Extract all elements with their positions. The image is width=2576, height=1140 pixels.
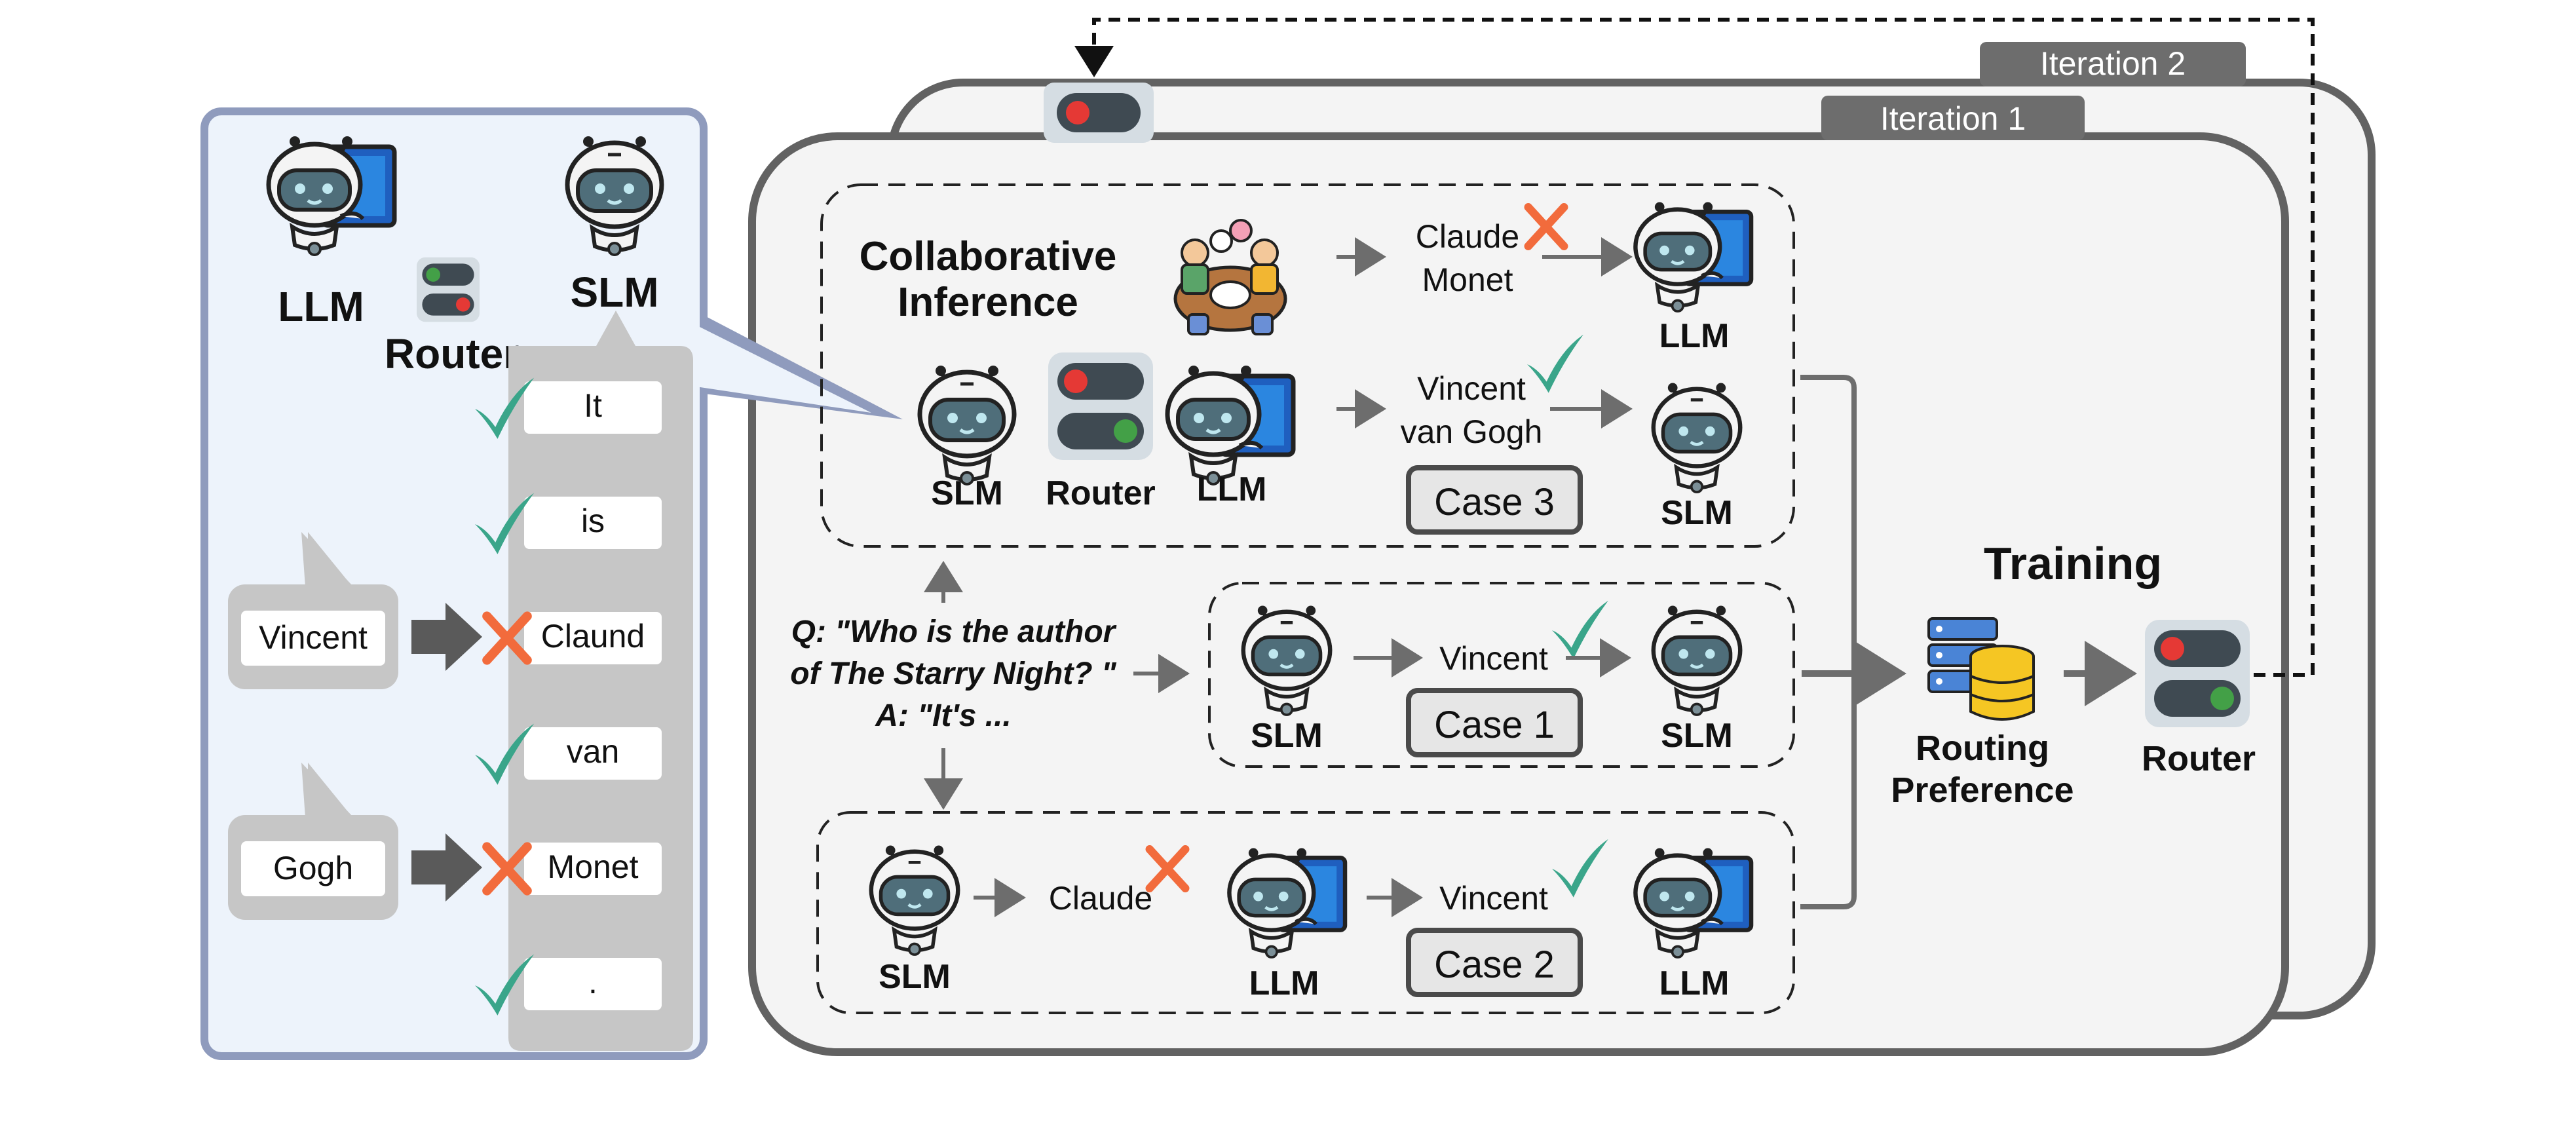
token-text: . <box>588 964 597 1000</box>
substitution-arrow <box>411 833 482 902</box>
case2-label: Case 2 <box>1434 943 1555 986</box>
correction-bubble: Vincent <box>228 532 482 689</box>
correction-box <box>241 611 385 666</box>
token-box <box>524 497 662 549</box>
database-icon <box>1927 617 2035 721</box>
token-box <box>524 381 662 434</box>
question-block: Q: "Who is the author of The Starry Nigh… <box>790 561 1190 810</box>
answer-line: A: "It's ... <box>875 698 1012 733</box>
routing-preference-line1: Routing <box>1916 729 2049 768</box>
token-text: Monet <box>548 848 639 885</box>
question-line1: Q: "Who is the author <box>791 615 1117 649</box>
token-row: van <box>475 723 662 785</box>
case3-wrong-word: Claude <box>1416 218 1519 255</box>
routing-preference-line2: Preference <box>1891 770 2074 810</box>
case3-right-word2: van Gogh <box>1401 413 1543 450</box>
token-text: is <box>581 503 605 539</box>
collab-router-label: Router <box>1046 474 1156 512</box>
collab-title-line1: Collaborative <box>860 234 1117 279</box>
correction-bubble: Gogh <box>228 763 482 920</box>
collab-llm-label: LLM <box>1197 470 1267 508</box>
feedback-loop <box>1044 18 2315 677</box>
case1-box: SLM Vincent SLM Case 1 <box>1208 582 1795 768</box>
trained-router-icon <box>2145 620 2250 727</box>
correction-text: Gogh <box>273 850 353 886</box>
token-row: . <box>475 954 662 1016</box>
collab-title-line2: Inference <box>898 280 1078 325</box>
collab-slm-label: SLM <box>931 474 1003 512</box>
substitution-arrow <box>411 603 482 671</box>
case2-left-label: SLM <box>879 958 951 996</box>
case2-mid-label: LLM <box>1249 964 1319 1002</box>
token-box <box>524 958 662 1010</box>
case2-box: SLM Claude LLM Vincent LLM Case 2 <box>816 811 1795 1014</box>
slm-label: SLM <box>570 269 658 316</box>
case1-right-label: SLM <box>1661 717 1733 755</box>
iteration-1-tab <box>1821 96 2085 140</box>
collab-router-icon <box>1048 352 1153 460</box>
case1-word: Vincent <box>1439 640 1548 677</box>
router-label: Router <box>385 330 520 377</box>
case2-wrong-word: Claude <box>1049 880 1152 917</box>
token-box <box>524 843 662 895</box>
token-box <box>524 727 662 780</box>
token-text: It <box>584 387 602 424</box>
case2-right-word: Vincent <box>1439 880 1548 917</box>
llm-label: LLM <box>278 283 364 330</box>
training-title: Training <box>1984 538 2162 589</box>
token-row: Claund <box>487 612 662 664</box>
meeting-icon <box>1173 219 1287 335</box>
case2-right-label: LLM <box>1659 964 1730 1002</box>
case1-label-box <box>1406 688 1583 757</box>
case3-llm-label: LLM <box>1659 317 1730 355</box>
iteration-2-label: Iteration 2 <box>2040 45 2186 82</box>
token-text: Claund <box>541 618 645 655</box>
case3-label: Case 3 <box>1434 481 1555 523</box>
case1-left-label: SLM <box>1251 717 1323 755</box>
token-row: It <box>475 377 662 439</box>
iteration-2-tab <box>1980 42 2246 86</box>
token-row: Monet <box>487 843 662 895</box>
token-row: is <box>475 493 662 554</box>
token-text: van <box>567 733 620 770</box>
router-switch-icon <box>1044 83 1154 143</box>
trained-router-label: Router <box>2142 739 2256 778</box>
case3-slm-label: SLM <box>1661 494 1733 532</box>
collaborative-inference-box: Collaborative Inference SLM Router LLM C… <box>820 183 1795 548</box>
router-icon-small <box>417 257 480 322</box>
correction-box <box>241 841 385 896</box>
case2-label-box <box>1406 928 1583 997</box>
case3-box <box>1406 465 1583 535</box>
case3-wrong-word2: Monet <box>1422 261 1513 298</box>
token-box <box>524 612 662 664</box>
question-line2: of The Starry Night? " <box>790 656 1117 691</box>
correction-text: Vincent <box>259 619 368 656</box>
case1-label: Case 1 <box>1434 704 1555 746</box>
iteration-1-label: Iteration 1 <box>1880 100 2026 137</box>
case3-right-word1: Vincent <box>1417 370 1526 407</box>
training-section: Training Routing Preference Router <box>1800 375 2256 909</box>
